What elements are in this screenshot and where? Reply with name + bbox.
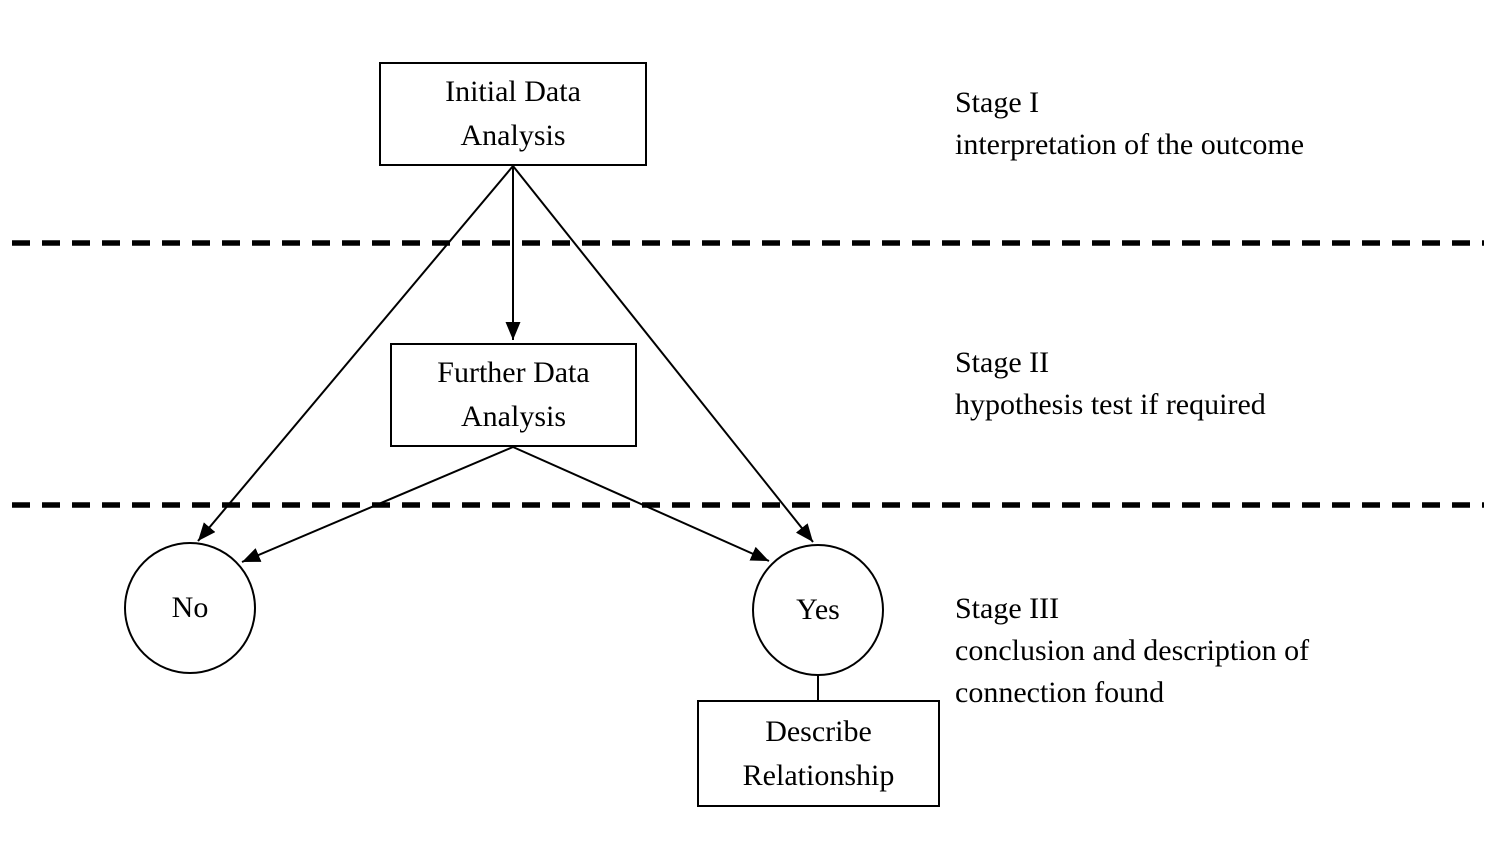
stage-3-description-line2: connection found (955, 676, 1165, 709)
node-describe-relationship: Describe Relationship (697, 700, 940, 807)
stage-2-description: hypothesis test if required (955, 388, 1266, 421)
node-no-circle: No (124, 542, 256, 674)
stage-2-label: Stage II hypothesis test if required (955, 342, 1266, 426)
arrow-initial-to-yes (512, 165, 814, 543)
node-yes-label: Yes (796, 593, 840, 626)
stage-1-label: Stage I interpretation of the outcome (955, 82, 1304, 166)
stage-1-title: Stage I (955, 86, 1040, 119)
arrow-further-to-no (241, 446, 514, 563)
node-no-label: No (171, 591, 209, 624)
stage-2-title: Stage II (955, 346, 1050, 379)
stage-3-description-line1: conclusion and description of (955, 634, 1310, 667)
node-describe-line2: Relationship (742, 758, 895, 792)
node-further-line2: Analysis (461, 400, 566, 433)
stage-1-description: interpretation of the outcome (955, 128, 1305, 161)
arrow-further-to-yes (512, 446, 770, 562)
node-describe-line1: Describe (765, 714, 872, 748)
node-further-data-analysis: Further Data Analysis (390, 343, 637, 447)
stage-3-label: Stage III conclusion and description of … (955, 588, 1309, 714)
node-initial-line2: Analysis (460, 119, 566, 152)
stage-3-title: Stage III (955, 592, 1060, 625)
node-initial-data-analysis: Initial Data Analysis (379, 62, 647, 166)
node-further-line1: Further Data (437, 356, 590, 389)
node-initial-line1: Initial Data (445, 75, 581, 108)
node-yes-circle: Yes (752, 544, 884, 676)
arrow-initial-to-no (197, 165, 514, 542)
